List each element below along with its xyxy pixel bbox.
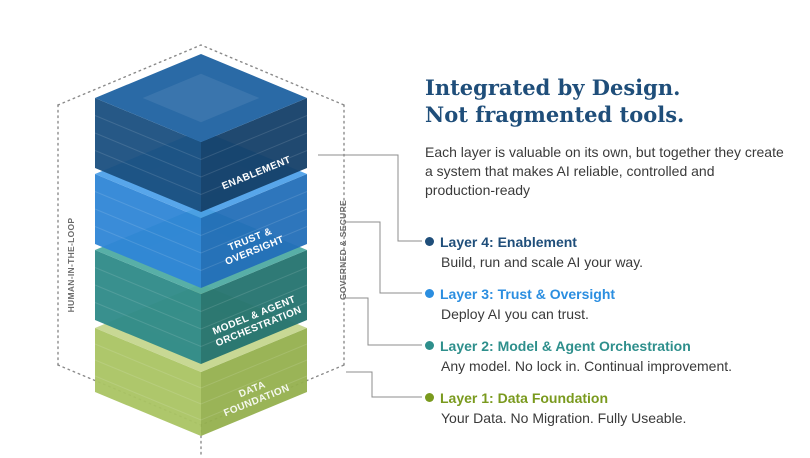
- layer-3-title-text: Layer 3: Trust & Oversight: [440, 286, 616, 302]
- layer-4-title: Layer 4: Enablement: [425, 233, 577, 251]
- layer3-band: [94, 208, 308, 254]
- layer2-band: [94, 284, 308, 330]
- layer-1-dot: [425, 393, 434, 402]
- layer-2-subtitle: Any model. No lock in. Continual improve…: [441, 358, 733, 374]
- governed-and-secure-label: GOVERNED & SECURE: [338, 200, 348, 300]
- heading-line-1: Integrated by Design.: [425, 75, 681, 100]
- layer3-right-face: [201, 174, 307, 288]
- layer2-left-face: [95, 250, 201, 364]
- layer4-band: [94, 115, 308, 161]
- layer2-band: [94, 267, 308, 313]
- layer-1-subtitle: Your Data. No Migration. Fully Useable.: [441, 410, 687, 426]
- layer4-band: [94, 150, 308, 196]
- layer-4-title-text: Layer 4: Enablement: [440, 234, 577, 250]
- layer4-band: [94, 132, 308, 178]
- layer-4-dot: [425, 237, 434, 246]
- layer-stack: [94, 54, 308, 436]
- layer2-right-face: [201, 250, 307, 364]
- layer1-right-face: [201, 328, 307, 436]
- layer2-band: [94, 302, 308, 348]
- connector-layer-4: [318, 154, 422, 242]
- layer-2-dot: [425, 341, 434, 350]
- layer4-right-face: [201, 98, 307, 212]
- layer-2-title: Layer 2: Model & Agent Orchestration: [425, 337, 691, 355]
- connector-layer-3: [346, 221, 422, 294]
- layer4-left-face: [95, 98, 201, 212]
- layer-4-subtitle: Build, run and scale AI your way.: [441, 254, 644, 270]
- description: Each layer is valuable on its own, but t…: [425, 144, 784, 198]
- connector-layer-2: [346, 297, 422, 346]
- layer-3-dot: [425, 289, 434, 298]
- connector-lines: [318, 154, 422, 398]
- layer-2-title-text: Layer 2: Model & Agent Orchestration: [440, 338, 691, 354]
- heading: Integrated by Design. Not fragmented too…: [425, 74, 795, 128]
- connector-layer-1: [346, 371, 422, 398]
- layer-1-title-text: Layer 1: Data Foundation: [440, 390, 609, 406]
- layer3-band: [94, 191, 308, 237]
- layer1-band: [94, 375, 308, 421]
- layer4-top-highlight: [142, 73, 260, 123]
- layer1-band: [94, 343, 308, 389]
- layer1-band: [94, 359, 308, 405]
- human-in-the-loop-label: HUMAN-IN-THE-LOOP: [66, 218, 76, 313]
- layer1-left-face: [95, 328, 201, 436]
- layer3-left-face: [95, 174, 201, 288]
- layer4-top-face: [95, 54, 307, 142]
- layer-3-title: Layer 3: Trust & Oversight: [425, 285, 615, 303]
- layer-1-title: Layer 1: Data Foundation: [425, 389, 608, 407]
- layer3-band: [94, 226, 308, 272]
- heading-line-2: Not fragmented tools.: [425, 102, 685, 127]
- layer-3-subtitle: Deploy AI you can trust.: [441, 306, 589, 322]
